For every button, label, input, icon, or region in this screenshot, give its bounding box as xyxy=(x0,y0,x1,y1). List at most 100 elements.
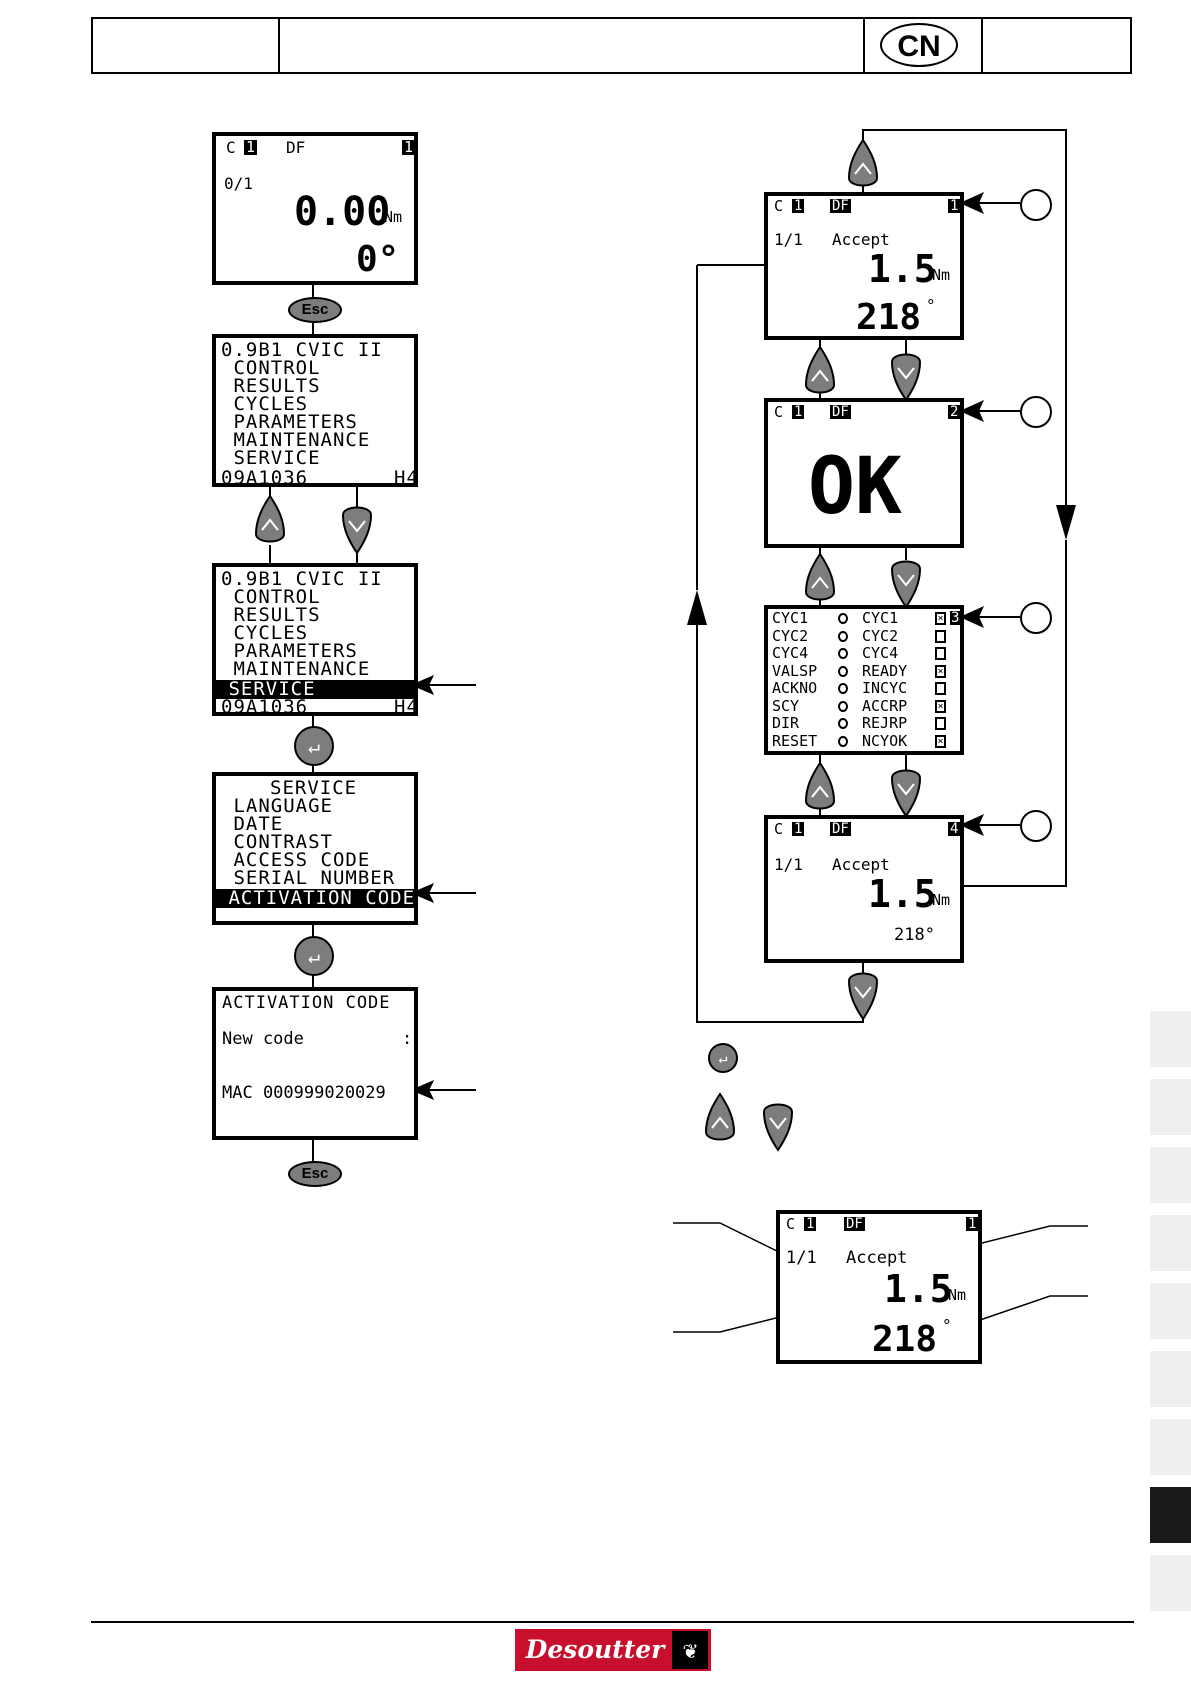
detail-torque: 1.5 xyxy=(884,1267,953,1311)
io-input-label: ACKNO xyxy=(772,679,818,697)
result4-count: 1/1 xyxy=(774,855,803,874)
menu-item[interactable]: SERVICE xyxy=(221,447,321,469)
main-menu-selected-item[interactable]: SERVICE xyxy=(216,680,414,699)
callout-1 xyxy=(1020,189,1052,221)
io-input-indicator-icon xyxy=(838,613,848,624)
io-output-checked-icon: × xyxy=(935,734,946,748)
result-mark: 1 xyxy=(792,198,805,214)
result-torque-unit: Nm xyxy=(932,266,951,284)
legend-up-key-icon xyxy=(705,1093,735,1141)
menu-item[interactable]: PARAMETERS xyxy=(221,640,358,662)
mac-address: MAC 000999020029 xyxy=(222,1083,386,1103)
activation-title: ACTIVATION CODE xyxy=(222,993,391,1013)
up-arrow-key[interactable] xyxy=(805,762,835,810)
detail-torque-unit: Nm xyxy=(948,1286,967,1304)
menu-item[interactable]: CYCLES xyxy=(221,622,309,644)
down-arrow-key[interactable] xyxy=(891,353,921,401)
io-input-label: CYC4 xyxy=(772,644,809,662)
io-output-label: INCYC xyxy=(862,679,908,697)
result4-torque: 1.5 xyxy=(868,872,937,916)
ok-mark: 1 xyxy=(792,404,805,420)
menu-item[interactable]: DATE xyxy=(221,813,284,835)
lcd-torque-value: 0.00 xyxy=(294,189,391,235)
side-tab[interactable] xyxy=(1150,1215,1191,1271)
enter-key[interactable]: ↵ xyxy=(294,726,334,766)
io-output-label: READY xyxy=(862,661,908,680)
menu-item[interactable]: MAINTENANCE xyxy=(221,429,371,451)
io-input-indicator-icon xyxy=(838,648,848,659)
down-arrow-key[interactable] xyxy=(891,769,921,817)
menu-item[interactable]: 0.9B1 CVIC II xyxy=(221,339,383,361)
side-tab[interactable] xyxy=(1150,1351,1191,1407)
result4-angle: 218° xyxy=(894,925,935,945)
up-arrow-key[interactable] xyxy=(255,495,285,543)
menu-item[interactable]: CONTROL xyxy=(221,586,321,608)
ok-mode: DF xyxy=(830,404,851,420)
result-angle-unit: ° xyxy=(926,296,936,315)
side-tab-active[interactable] xyxy=(1150,1487,1191,1543)
up-arrow-key[interactable] xyxy=(848,139,878,187)
detail-mark: 1 xyxy=(804,1216,817,1232)
result-count: 1/1 xyxy=(774,230,803,249)
lcd-main-menu: 0.9B1 CVIC II CONTROL RESULTS CYCLES PAR… xyxy=(212,334,418,487)
menu-item[interactable]: LANGUAGE xyxy=(221,795,333,817)
side-tab[interactable] xyxy=(1150,1555,1191,1611)
io-input-label: SCY xyxy=(772,696,800,715)
io-output-label: CYC1 xyxy=(862,609,899,627)
legend-down-key-icon xyxy=(763,1103,793,1151)
new-code-label: New code xyxy=(222,1029,304,1049)
io-input-indicator-icon xyxy=(838,718,848,729)
side-tab[interactable] xyxy=(1150,1011,1191,1067)
menu-item[interactable]: RESULTS xyxy=(221,375,321,397)
menu-item[interactable]: CONTROL xyxy=(221,357,321,379)
up-arrow-key[interactable] xyxy=(805,553,835,601)
menu-item[interactable]: 0.9B1 CVIC II xyxy=(221,568,383,590)
io-output-label: NCYOK xyxy=(862,731,908,750)
menu-item[interactable]: RESULTS xyxy=(221,604,321,626)
ok-text: OK xyxy=(808,442,902,532)
menu-item[interactable]: CONTRAST xyxy=(221,831,333,853)
side-tab[interactable] xyxy=(1150,1419,1191,1475)
menu-item[interactable]: CYCLES xyxy=(221,393,309,415)
lcd-main-menu-selected: 0.9B1 CVIC II CONTROL RESULTS CYCLES PAR… xyxy=(212,563,418,716)
side-tab[interactable] xyxy=(1150,1147,1191,1203)
service-menu-selected-item[interactable]: ACTIVATION CODE xyxy=(216,887,416,909)
down-arrow-key[interactable] xyxy=(342,506,372,554)
menu-item[interactable]: SERIAL NUMBER xyxy=(221,867,396,889)
enter-key[interactable]: ↵ xyxy=(294,936,334,976)
result-status-c: C xyxy=(774,197,784,215)
brand-logo-text: Desoutter xyxy=(525,1635,665,1664)
language-badge: CN xyxy=(880,23,958,67)
lcd-activation-code: ACTIVATION CODE New code : MAC 000999020… xyxy=(212,987,418,1140)
lcd-ok-screen: C 1 DF 2 OK xyxy=(764,398,964,548)
io-output-checked-icon: × xyxy=(935,699,946,713)
menu-item[interactable]: MAINTENANCE xyxy=(221,658,371,680)
up-arrow-key[interactable] xyxy=(805,346,835,394)
menu-item[interactable]: PARAMETERS xyxy=(221,411,358,433)
ok-page: 2 xyxy=(948,404,960,420)
io-page: 3 xyxy=(950,610,960,626)
side-tab[interactable] xyxy=(1150,1079,1191,1135)
io-output-label: REJRP xyxy=(862,714,908,732)
io-input-label: RESET xyxy=(772,731,818,750)
main-menu-footer-left: 09A1036 xyxy=(221,467,309,487)
down-arrow-key[interactable] xyxy=(891,560,921,608)
result4-mode: DF xyxy=(830,821,851,837)
result4-torque-unit: Nm xyxy=(932,891,951,909)
esc-key[interactable]: Esc xyxy=(288,297,342,323)
detail-status: Accept xyxy=(846,1248,908,1268)
lcd-torque-unit: Nm xyxy=(384,208,403,226)
result-torque: 1.5 xyxy=(868,247,937,291)
esc-key[interactable]: Esc xyxy=(288,1161,342,1187)
callout-3 xyxy=(1020,602,1052,634)
result-angle: 218 xyxy=(856,297,922,338)
side-tab[interactable] xyxy=(1150,1283,1191,1339)
down-arrow-key[interactable] xyxy=(848,972,878,1020)
lcd-result-screen-1: C 1 DF 1 1/1 Accept 1.5 Nm 218 ° xyxy=(764,192,964,340)
io-output-label: CYC4 xyxy=(862,644,899,662)
menu-item[interactable]: ACCESS CODE xyxy=(221,849,371,871)
lcd-initial-screen: C 1 DF 1 0/1 0.00 Nm 0° xyxy=(212,132,418,285)
io-output-label: CYC2 xyxy=(862,626,899,645)
io-input-indicator-icon xyxy=(838,700,848,712)
